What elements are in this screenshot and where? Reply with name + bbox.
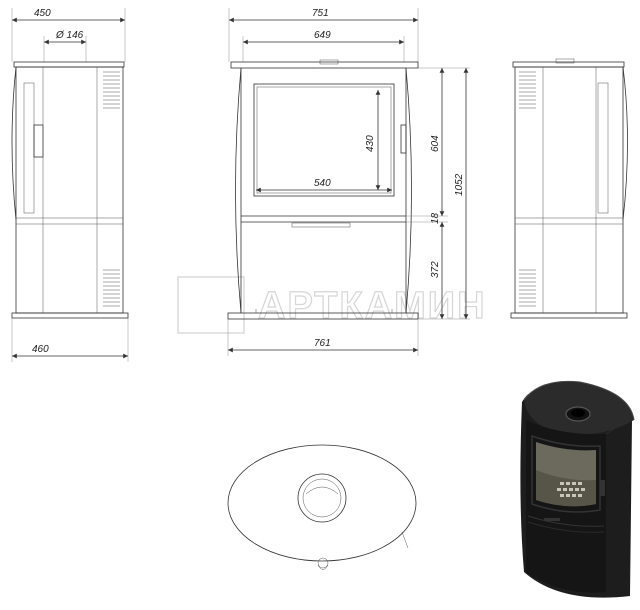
dim-front-width-top: 751 xyxy=(312,8,329,19)
dim-gap-height: 18 xyxy=(430,212,441,224)
side-view-left: 450 Ø 146 460 xyxy=(11,8,129,362)
dim-front-width-bottom: 761 xyxy=(314,338,331,349)
dim-side-width-bottom: 460 xyxy=(32,344,49,355)
dim-glass-height: 430 xyxy=(365,135,376,152)
dim-side-width-top: 450 xyxy=(34,8,51,19)
dim-total-height: 1052 xyxy=(454,173,465,196)
side-view-right xyxy=(510,58,628,319)
top-view xyxy=(227,444,417,570)
dim-door-height: 604 xyxy=(430,135,441,152)
dim-base-height: 372 xyxy=(430,261,441,278)
dim-front-inner-width: 649 xyxy=(314,30,331,41)
front-view: 751 649 430 540 xyxy=(227,8,470,356)
watermark: АРТКАМИН xyxy=(177,276,487,334)
dim-flue-diameter: Ø 146 xyxy=(55,30,84,41)
stove-render xyxy=(520,380,635,598)
dim-glass-width: 540 xyxy=(314,178,331,189)
watermark-text: АРТКАМИН xyxy=(258,285,487,327)
